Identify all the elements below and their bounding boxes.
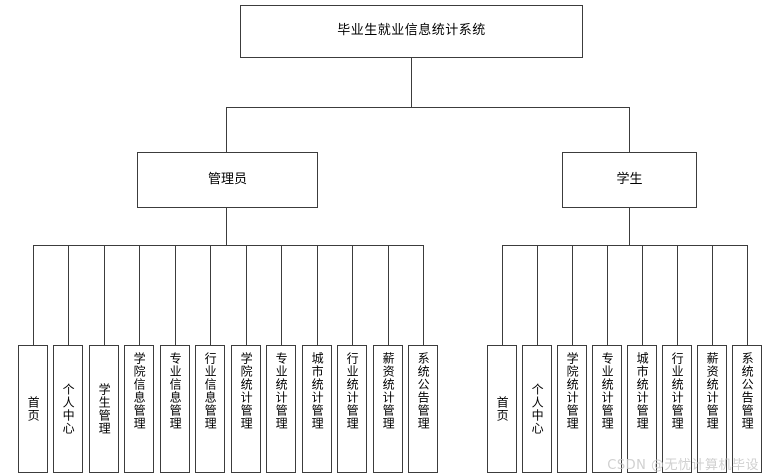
leaf-admin-personal-center[interactable]: 个人中心	[53, 345, 83, 473]
connector-student-stem	[629, 208, 630, 245]
leaf-label: 城市统计管理	[635, 352, 650, 430]
leaf-admin-college-info-management[interactable]: 学院信息管理	[124, 345, 154, 473]
leaf-student-industry-stats-management[interactable]: 行业统计管理	[662, 345, 692, 473]
connector-admin-leaf-drop	[352, 245, 353, 345]
leaf-label: 学生管理	[97, 383, 112, 435]
leaf-label: 个人中心	[530, 383, 545, 435]
leaf-label: 系统公告管理	[416, 352, 431, 430]
node-student-label: 学生	[616, 171, 643, 187]
leaf-admin-home[interactable]: 首页	[18, 345, 48, 473]
leaf-label: 薪资统计管理	[705, 352, 720, 430]
connector-admin-leaf-drop	[175, 245, 176, 345]
connector-admin-leaf-drop	[388, 245, 389, 345]
connector-student-leaf-drop	[502, 245, 503, 345]
node-administrator[interactable]: 管理员	[137, 152, 318, 208]
connector-drop-student	[629, 107, 630, 152]
connector-admin-leaf-drop	[104, 245, 105, 345]
connector-student-leaf-drop	[537, 245, 538, 345]
leaf-admin-industry-info-management[interactable]: 行业信息管理	[195, 345, 225, 473]
connector-admin-leaf-drop	[33, 245, 34, 345]
connector-admin-leaf-drop	[317, 245, 318, 345]
connector-admin-leaf-drop	[281, 245, 282, 345]
leaf-label: 首页	[495, 396, 510, 422]
leaf-admin-city-stats-management[interactable]: 城市统计管理	[302, 345, 332, 473]
leaf-student-college-stats-management[interactable]: 学院统计管理	[557, 345, 587, 473]
connector-admin-leaf-drop	[68, 245, 69, 345]
leaf-admin-major-stats-management[interactable]: 专业统计管理	[266, 345, 296, 473]
connector-student-leaf-drop	[677, 245, 678, 345]
leaf-student-salary-stats-management[interactable]: 薪资统计管理	[697, 345, 727, 473]
node-root-label: 毕业生就业信息统计系统	[337, 23, 486, 39]
connector-admin-leaf-drop	[139, 245, 140, 345]
connector-drop-admin	[226, 107, 227, 152]
leaf-label: 学院统计管理	[565, 352, 580, 430]
connector-student-leaf-drop	[642, 245, 643, 345]
leaf-admin-college-stats-management[interactable]: 学院统计管理	[231, 345, 261, 473]
leaf-admin-industry-stats-management[interactable]: 行业统计管理	[337, 345, 367, 473]
leaf-label: 学院信息管理	[132, 352, 147, 430]
node-student[interactable]: 学生	[562, 152, 697, 208]
leaf-admin-student-management[interactable]: 学生管理	[89, 345, 119, 473]
connector-student-leaf-drop	[572, 245, 573, 345]
leaf-label: 学院统计管理	[239, 352, 254, 430]
leaf-student-city-stats-management[interactable]: 城市统计管理	[627, 345, 657, 473]
connector-admin-stem	[226, 208, 227, 245]
connector-admin-leaf-drop	[210, 245, 211, 345]
leaf-admin-salary-stats-management[interactable]: 薪资统计管理	[373, 345, 403, 473]
leaf-label: 行业信息管理	[203, 352, 218, 430]
leaf-student-personal-center[interactable]: 个人中心	[522, 345, 552, 473]
leaf-label: 专业统计管理	[600, 352, 615, 430]
leaf-label: 首页	[26, 396, 41, 422]
connector-level2-bus	[226, 107, 629, 108]
leaf-label: 行业统计管理	[670, 352, 685, 430]
connector-admin-leaf-drop	[423, 245, 424, 345]
leaf-label: 个人中心	[61, 383, 76, 435]
leaf-label: 行业统计管理	[345, 352, 360, 430]
connector-student-leaf-drop	[747, 245, 748, 345]
leaf-label: 专业统计管理	[274, 352, 289, 430]
node-administrator-label: 管理员	[207, 171, 247, 187]
connector-student-leaf-drop	[607, 245, 608, 345]
leaf-admin-major-info-management[interactable]: 专业信息管理	[160, 345, 190, 473]
leaf-label: 城市统计管理	[310, 352, 325, 430]
connector-student-leaf-bus	[502, 245, 748, 246]
leaf-student-major-stats-management[interactable]: 专业统计管理	[592, 345, 622, 473]
leaf-student-system-notice-management[interactable]: 系统公告管理	[732, 345, 762, 473]
leaf-admin-system-notice-management[interactable]: 系统公告管理	[408, 345, 438, 473]
leaf-student-home[interactable]: 首页	[487, 345, 517, 473]
connector-admin-leaf-bus	[33, 245, 424, 246]
leaf-label: 专业信息管理	[168, 352, 183, 430]
connector-student-leaf-drop	[712, 245, 713, 345]
connector-root-stem	[411, 58, 412, 107]
connector-admin-leaf-drop	[246, 245, 247, 345]
leaf-label: 薪资统计管理	[381, 352, 396, 430]
node-root-system[interactable]: 毕业生就业信息统计系统	[240, 5, 583, 58]
leaf-label: 系统公告管理	[740, 352, 755, 430]
